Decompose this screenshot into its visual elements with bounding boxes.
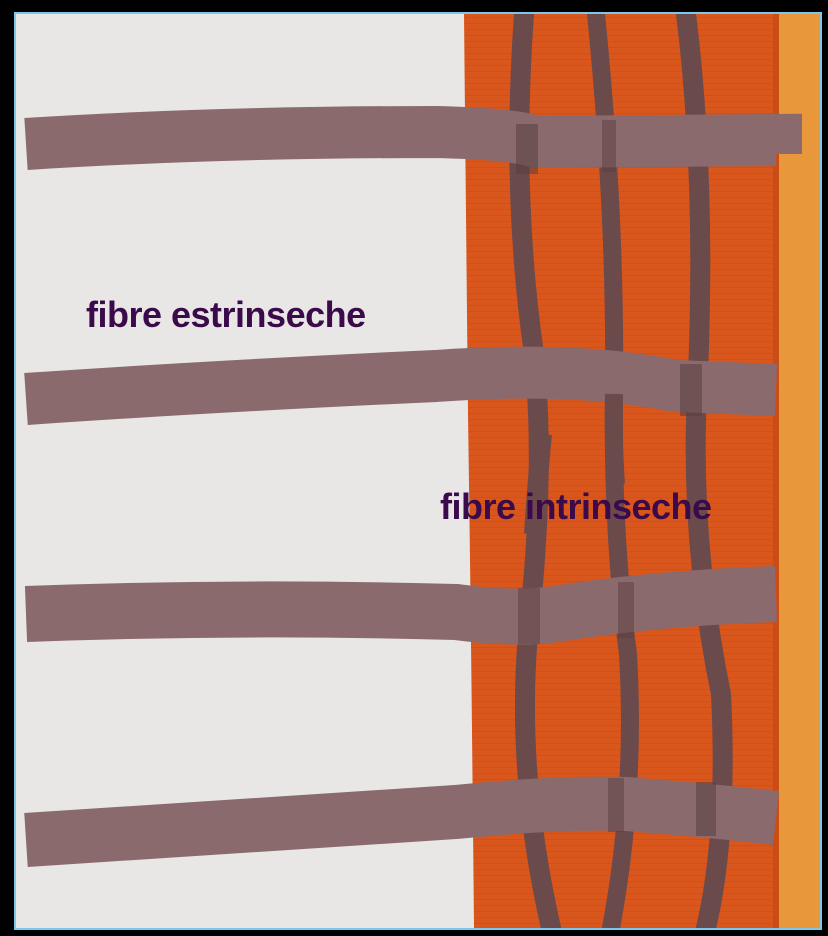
crossing-1b bbox=[602, 120, 616, 172]
extrinsic-fiber-3 bbox=[26, 594, 776, 617]
label-extrinsic-fibers: fibre estrinseche bbox=[86, 294, 366, 336]
crossing-1a bbox=[516, 124, 538, 174]
extrinsic-fiber-2 bbox=[26, 373, 776, 399]
diagram-frame: fibre estrinseche fibre intrinseche bbox=[14, 12, 822, 930]
crossing-4b bbox=[696, 782, 716, 836]
label-intrinsic-fibers: fibre intrinseche bbox=[440, 486, 712, 528]
crossing-3a bbox=[518, 588, 540, 644]
crossing-3b bbox=[618, 582, 634, 638]
weave-over-1 bbox=[614, 394, 616, 484]
crossing-2 bbox=[680, 364, 702, 416]
crossing-4a bbox=[608, 778, 624, 832]
extrinsic-fiber-1 bbox=[26, 132, 776, 154]
fiber-diagram bbox=[16, 14, 820, 928]
